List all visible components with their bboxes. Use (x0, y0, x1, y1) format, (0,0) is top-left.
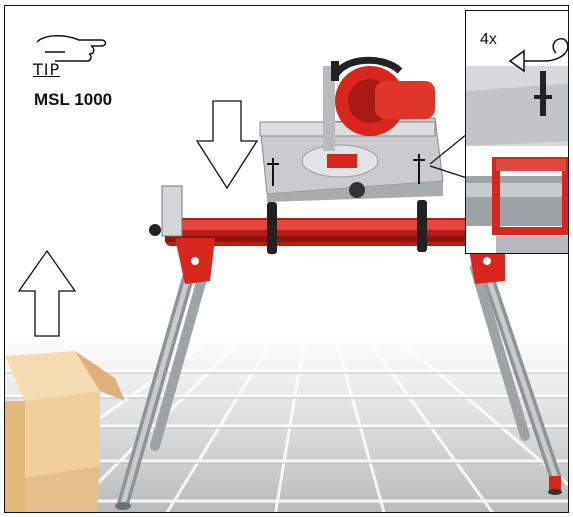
miter-saw (259, 56, 444, 202)
callout-lines (429, 133, 468, 179)
detail-inset: 4x (465, 10, 568, 254)
place-down-arrow (195, 100, 259, 190)
cardboard-box (5, 351, 125, 512)
pointing-hand-icon (36, 35, 107, 62)
tip-label: TIP (33, 60, 61, 79)
inset-detail-drawing (466, 66, 568, 253)
lift-up-arrow (17, 249, 77, 337)
stand-legs (115, 262, 562, 510)
guide-arrows (17, 100, 259, 337)
repeat-count: 4x (480, 31, 497, 48)
instruction-illustration: TIP MSL 1000 4x (4, 5, 569, 513)
stand-beam (165, 218, 495, 246)
beam-clamps (267, 200, 427, 254)
rotate-arrow-icon (508, 38, 568, 73)
saw-stand (115, 185, 562, 510)
mounting-bolts (267, 154, 425, 186)
model-name: MSL 1000 (34, 90, 113, 109)
stand-left-bracket (149, 185, 215, 284)
